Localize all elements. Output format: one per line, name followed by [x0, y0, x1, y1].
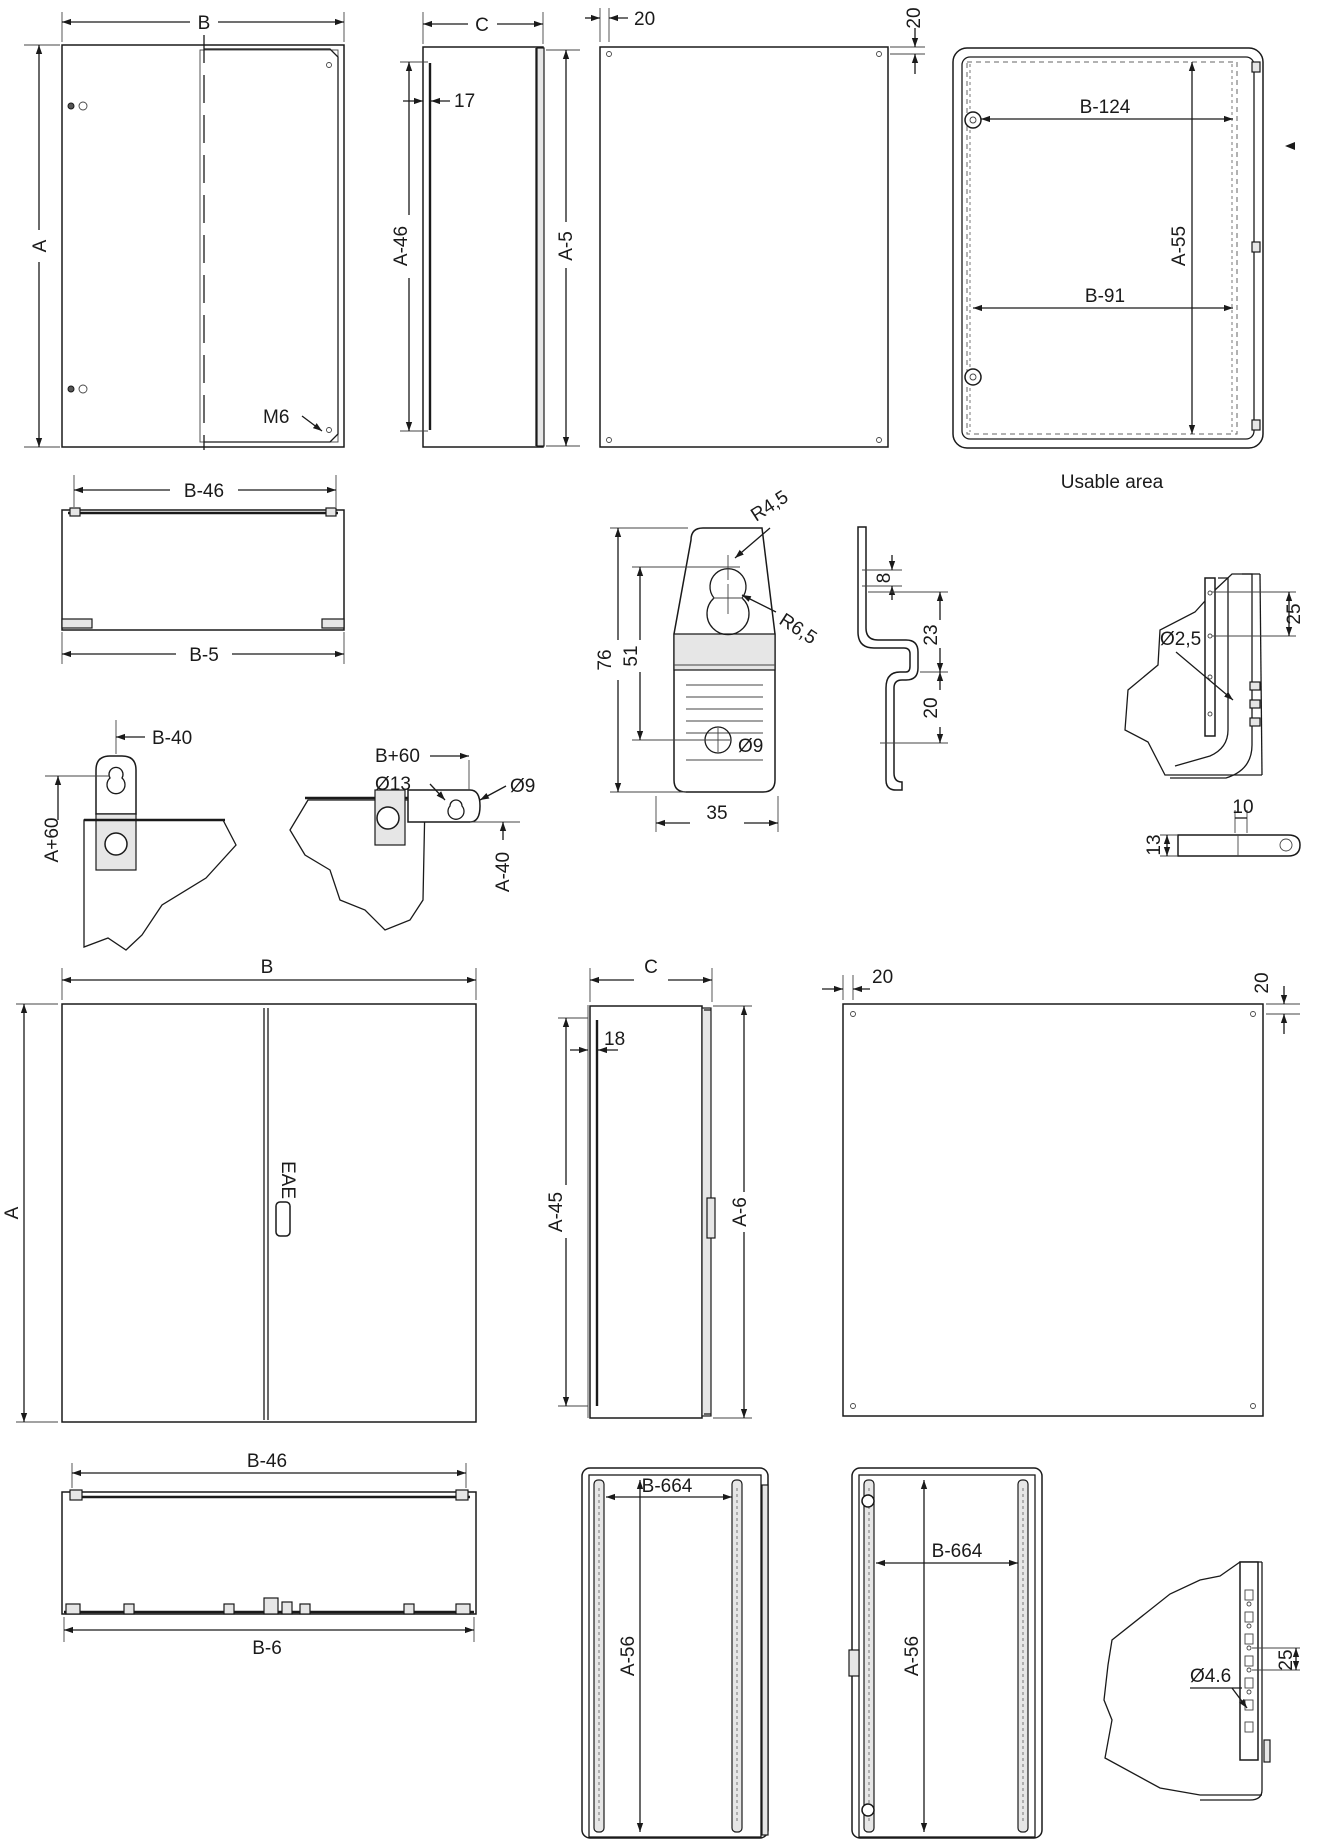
dim-label-a-56-left: A-56 — [618, 1636, 639, 1676]
dim-label-a-46: A-46 — [391, 226, 412, 266]
dim-label-b-double: B — [261, 957, 274, 978]
dim-label-b-91: B-91 — [1085, 286, 1125, 307]
bracket-ribs — [686, 684, 763, 761]
dim-label-25-upper: 25 — [1284, 603, 1305, 624]
dim-label-a-45: A-45 — [546, 1192, 567, 1232]
dim-label-b-664-left: B-664 — [642, 1476, 693, 1497]
dim-label-23: 23 — [921, 624, 942, 645]
clip-detail: 10 13 — [1144, 797, 1301, 857]
door-logo: EAE — [277, 1161, 298, 1199]
dim-label-20-double-top: 20 — [872, 967, 893, 988]
dim-label-b-40: B-40 — [152, 728, 192, 749]
dim-label-10: 10 — [1232, 797, 1253, 818]
dim-label-dia-9-side: Ø9 — [510, 776, 535, 797]
dim-label-13: 13 — [1144, 834, 1165, 855]
dim-label-a-left: A — [30, 239, 51, 252]
wall-bracket-detail: R4,5 R6,5 76 51 Ø9 35 — [595, 487, 820, 832]
mounting-plate-view-top: 20 20 — [585, 7, 925, 448]
dim-label-a-5: A-5 — [556, 231, 577, 261]
small-arrow-marker — [1285, 142, 1295, 150]
dim-label-b-46-top: B-46 — [184, 481, 224, 502]
dim-label-dia-2-5: Ø2,5 — [1160, 629, 1201, 650]
dim-label-76: 76 — [595, 649, 616, 670]
hinge-bracket-upper — [964, 111, 982, 129]
dim-label-20-double-side: 20 — [1252, 972, 1273, 993]
door-handle — [275, 1201, 291, 1237]
dim-label-dia-13: Ø13 — [375, 774, 411, 795]
dim-label-c-top: C — [475, 15, 489, 36]
dim-label-dia-9-bracket: Ø9 — [738, 736, 763, 757]
dim-label-20-bracket: 20 — [921, 697, 942, 718]
double-usable-area-view-left: B-664 A-56 — [581, 1467, 769, 1839]
dim-label-18: 18 — [604, 1029, 625, 1050]
dim-label-b-60: B+60 — [375, 746, 420, 767]
dim-label-20-side: 20 — [904, 7, 925, 28]
dim-label-r6-5: R6,5 — [775, 610, 820, 649]
dim-label-8: 8 — [874, 573, 895, 584]
usable-area-view: B-124 B-91 A-55 Usable area — [952, 47, 1264, 493]
hinge-corner-detail-lower: 25 Ø4.6 — [1103, 1561, 1300, 1801]
hinge-corner-detail-upper: 25 Ø2,5 — [1124, 573, 1305, 779]
dim-label-a-60: A+60 — [42, 818, 63, 863]
dim-label-b-top: B — [198, 13, 211, 34]
single-door-front-view: B A M6 — [24, 12, 345, 450]
double-door-front-view: EAE B A — [2, 957, 477, 1423]
dim-label-35: 35 — [706, 803, 727, 824]
dim-label-17: 17 — [454, 91, 475, 112]
dim-label-a-40: A-40 — [493, 852, 514, 892]
dim-label-c-double: C — [644, 957, 658, 978]
dim-label-25-lower: 25 — [1276, 1649, 1297, 1670]
bracket-profile-view: 8 23 20 — [857, 526, 948, 791]
dim-label-dia-4-6: Ø4.6 — [1190, 1666, 1231, 1687]
dim-label-20-top: 20 — [634, 9, 655, 30]
wall-bracket-front-mount-detail: B-40 A+60 — [42, 720, 237, 951]
dim-label-m6: M6 — [263, 407, 289, 428]
wall-bracket-side-mount-detail: B+60 Ø13 Ø9 A-40 — [289, 746, 535, 931]
dim-label-b-664-right: B-664 — [932, 1541, 983, 1562]
dim-label-b-46-double: B-46 — [247, 1451, 287, 1472]
single-door-top-view: B-46 B-5 — [61, 475, 345, 666]
single-door-side-view: C 17 A-46 A-5 — [391, 12, 580, 448]
dim-label-a-double: A — [2, 1206, 23, 1219]
dim-label-51: 51 — [621, 645, 642, 666]
dim-label-a-55: A-55 — [1169, 226, 1190, 266]
dim-label-b-124: B-124 — [1080, 97, 1131, 118]
double-usable-area-view-right: B-664 A-56 — [848, 1467, 1043, 1839]
dim-label-b-6: B-6 — [252, 1638, 282, 1659]
double-door-side-view: C 18 A-45 A-6 — [546, 957, 752, 1419]
mounting-plate-view-double: 20 20 — [822, 967, 1300, 1417]
double-door-top-view: B-46 B-6 — [61, 1451, 477, 1659]
dim-label-a-6: A-6 — [730, 1197, 751, 1227]
dim-label-a-56-right: A-56 — [902, 1636, 923, 1676]
usable-area-caption: Usable area — [1061, 472, 1164, 493]
dim-label-r4-5: R4,5 — [747, 487, 792, 526]
dim-label-b-5: B-5 — [189, 645, 219, 666]
hinge-bracket-lower — [964, 368, 982, 386]
